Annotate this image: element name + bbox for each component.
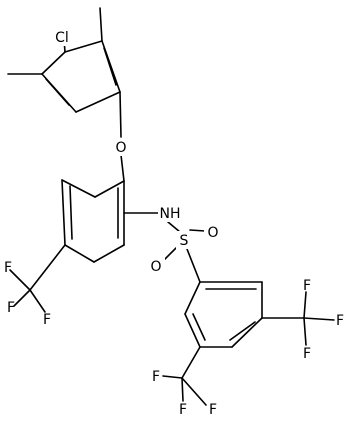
atom-label-sulfur: S [180, 233, 189, 249]
atom-label-fluorine: F [43, 312, 51, 328]
atom-label-fluorine: F [303, 278, 311, 294]
atom-label-fluorine: F [4, 260, 12, 276]
label-bg [112, 138, 130, 156]
label-bg [176, 231, 194, 249]
atom-label-fluorine: F [303, 346, 311, 362]
atom-label-fluorine: F [209, 402, 217, 418]
atom-label-sulfonyl-oxygen-1: O [207, 225, 218, 241]
label-bg [147, 257, 165, 275]
bond-lines [7, 7, 335, 406]
label-bg [48, 26, 76, 46]
label-bg [204, 223, 222, 241]
atom-label-fluorine: F [152, 369, 160, 385]
atom-labels: Cl O NH S O O F F F F F F F F F [4, 26, 344, 418]
atom-label-fluorine: F [336, 313, 344, 329]
atom-label-fluorine: F [179, 402, 187, 418]
atom-label-amine: NH [160, 206, 181, 222]
atom-label-ether-oxygen: O [115, 140, 126, 156]
atom-label-sulfonyl-oxygen-2: O [150, 259, 161, 275]
label-bg [158, 204, 184, 222]
atom-label-fluorine: F [7, 300, 15, 316]
atom-label-chlorine: Cl [55, 30, 69, 46]
